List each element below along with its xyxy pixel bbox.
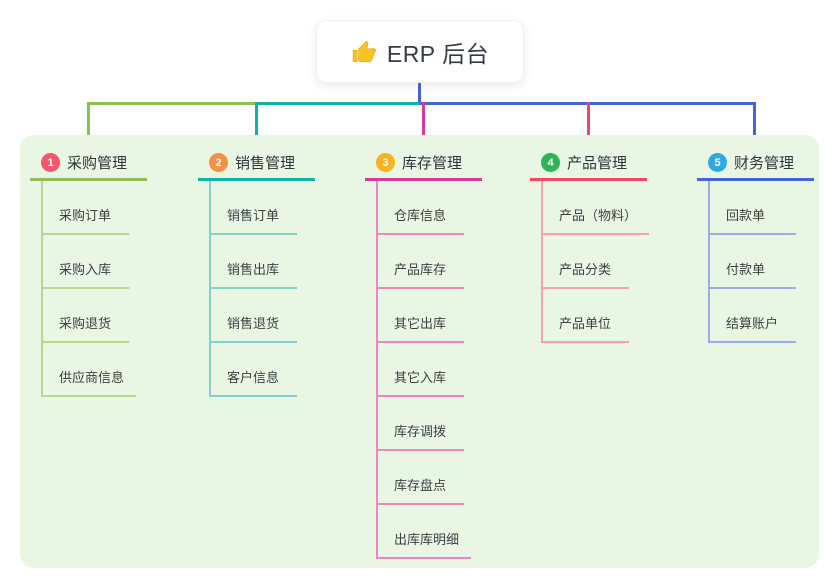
branch-node-5: 5 财务管理 回款单付款单结算账户 <box>697 147 814 343</box>
branch-title[interactable]: 2 销售管理 <box>198 147 315 181</box>
connector-drop-branch-1 <box>87 102 90 148</box>
branch-children: 产品（物料）产品分类产品单位 <box>541 181 650 343</box>
child-node[interactable]: 其它入库 <box>378 343 464 397</box>
branch-title-label: 采购管理 <box>67 155 128 172</box>
child-node[interactable]: 库存调拨 <box>378 397 464 451</box>
branch-title[interactable]: 1 采购管理 <box>30 147 147 181</box>
child-node[interactable]: 产品库存 <box>378 235 464 289</box>
child-node[interactable]: 产品单位 <box>543 289 629 343</box>
child-node[interactable]: 销售订单 <box>211 181 297 235</box>
branch-number-badge: 2 <box>209 153 228 172</box>
child-node[interactable]: 库存盘点 <box>378 451 464 505</box>
branch-node-2: 2 销售管理 销售订单销售出库销售退货客户信息 <box>198 147 315 397</box>
branch-children: 采购订单采购入库采购退货供应商信息 <box>41 181 147 397</box>
branches-panel: 1 采购管理 采购订单采购入库采购退货供应商信息 2 销售管理 销售订单销售出库… <box>20 135 819 568</box>
child-node[interactable]: 采购退货 <box>43 289 129 343</box>
branch-title[interactable]: 3 库存管理 <box>365 147 482 181</box>
branch-children: 销售订单销售出库销售退货客户信息 <box>209 181 315 397</box>
connector-horizontal-green <box>87 102 255 105</box>
root-node-label: ERP 后台 <box>386 40 490 67</box>
child-node[interactable]: 产品（物料） <box>543 181 650 235</box>
branch-number-badge: 3 <box>376 153 395 172</box>
branch-title-label: 财务管理 <box>734 155 795 172</box>
child-node[interactable]: 仓库信息 <box>378 181 464 235</box>
child-node[interactable]: 产品分类 <box>543 235 629 289</box>
connector-drop-branch-4 <box>587 102 590 148</box>
branch-node-1: 1 采购管理 采购订单采购入库采购退货供应商信息 <box>30 147 147 397</box>
thumbs-up-icon <box>352 40 377 62</box>
connector-drop-branch-2 <box>255 102 258 148</box>
child-node[interactable]: 付款单 <box>710 235 796 289</box>
child-node[interactable]: 销售退货 <box>211 289 297 343</box>
child-node[interactable]: 回款单 <box>710 181 796 235</box>
branch-number-badge: 4 <box>541 153 560 172</box>
connector-root-stem <box>418 83 421 102</box>
branch-number-badge: 1 <box>41 153 60 172</box>
child-node[interactable]: 结算账户 <box>710 289 796 343</box>
connector-horizontal-teal <box>255 102 420 105</box>
branch-node-3: 3 库存管理 仓库信息产品库存其它出库其它入库库存调拨库存盘点出库库明细 <box>365 147 482 559</box>
child-node[interactable]: 其它出库 <box>378 289 464 343</box>
child-node[interactable]: 出库库明细 <box>378 505 472 559</box>
branch-title[interactable]: 5 财务管理 <box>697 147 814 181</box>
branch-number-badge: 5 <box>708 153 727 172</box>
child-node[interactable]: 供应商信息 <box>43 343 137 397</box>
branch-node-4: 4 产品管理 产品（物料）产品分类产品单位 <box>530 147 650 343</box>
branch-children: 回款单付款单结算账户 <box>708 181 814 343</box>
branch-title[interactable]: 4 产品管理 <box>530 147 647 181</box>
child-node[interactable]: 采购入库 <box>43 235 129 289</box>
branch-title-label: 销售管理 <box>235 155 296 172</box>
child-node[interactable]: 采购订单 <box>43 181 129 235</box>
branch-children: 仓库信息产品库存其它出库其它入库库存调拨库存盘点出库库明细 <box>376 181 482 559</box>
child-node[interactable]: 销售出库 <box>211 235 297 289</box>
root-node[interactable]: ERP 后台 <box>316 20 524 83</box>
branch-title-label: 产品管理 <box>567 155 628 172</box>
child-node[interactable]: 客户信息 <box>211 343 297 397</box>
connector-drop-branch-3 <box>422 102 425 148</box>
connector-drop-branch-5 <box>753 102 756 148</box>
branch-title-label: 库存管理 <box>402 155 463 172</box>
